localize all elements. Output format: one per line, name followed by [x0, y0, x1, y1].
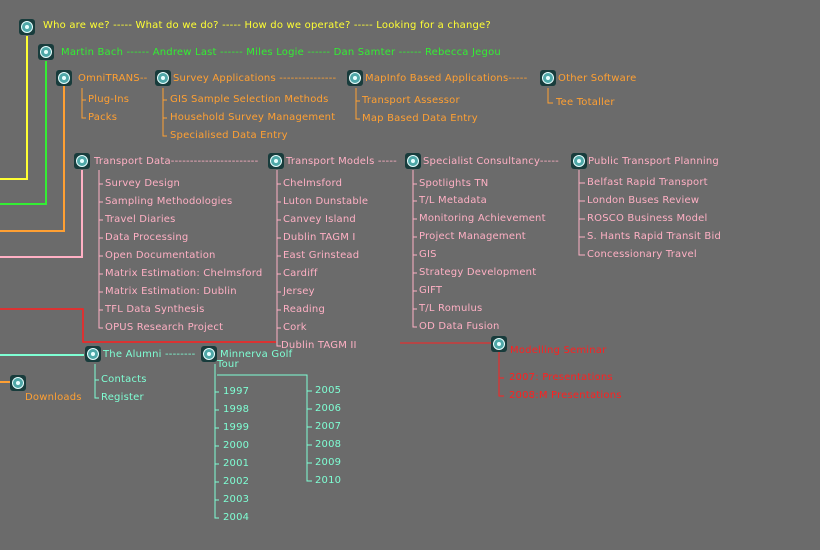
- list-item[interactable]: Dublin TAGM II: [281, 340, 357, 351]
- public-transport-node-icon[interactable]: [571, 153, 587, 169]
- list-item[interactable]: Register: [101, 392, 144, 403]
- omnitrans-link[interactable]: OmniTRANS--: [78, 73, 148, 84]
- list-item[interactable]: S. Hants Rapid Transit Bid: [587, 231, 721, 242]
- transport-data-node-icon[interactable]: [74, 153, 90, 169]
- transport-data-link[interactable]: Transport Data-----------------------: [94, 156, 259, 167]
- list-item[interactable]: Belfast Rapid Transport: [587, 177, 708, 188]
- survey-applications-link[interactable]: Survey Applications ---------------: [173, 73, 337, 84]
- top-nav-line[interactable]: Who are we? ----- What do we do? ----- H…: [43, 20, 491, 31]
- list-item[interactable]: T/L Romulus: [419, 303, 483, 314]
- other-software-link[interactable]: Other Software: [558, 73, 637, 84]
- list-item[interactable]: 1998: [223, 404, 250, 415]
- list-item[interactable]: Data Processing: [105, 232, 189, 243]
- who-are-we-node-icon[interactable]: [19, 19, 35, 35]
- list-item[interactable]: 2001: [223, 458, 250, 469]
- golf-node-icon[interactable]: [201, 346, 217, 362]
- mapinfo-item[interactable]: Transport Assessor: [362, 95, 460, 106]
- list-item[interactable]: 2008:M Presentations: [509, 390, 622, 401]
- modelling-seminar-node-icon[interactable]: [491, 336, 507, 352]
- omnitrans-item[interactable]: Packs: [88, 112, 118, 123]
- list-item[interactable]: OPUS Research Project: [105, 322, 224, 333]
- list-item[interactable]: ROSCO Business Model: [587, 213, 708, 224]
- list-item[interactable]: Luton Dunstable: [283, 196, 369, 207]
- list-item[interactable]: 2007: Presentations: [509, 372, 613, 383]
- survey-item[interactable]: GIS Sample Selection Methods: [170, 94, 329, 105]
- list-item[interactable]: 1997: [223, 386, 250, 397]
- list-item[interactable]: Dublin TAGM I: [283, 232, 356, 243]
- survey-applications-node-icon[interactable]: [155, 70, 171, 86]
- list-item[interactable]: 2006: [315, 403, 342, 414]
- mapinfo-node-icon[interactable]: [347, 70, 363, 86]
- list-item[interactable]: Open Documentation: [105, 250, 216, 261]
- list-item[interactable]: 2003: [223, 494, 250, 505]
- list-item[interactable]: 2009: [315, 457, 342, 468]
- transport-models-node-icon[interactable]: [268, 153, 284, 169]
- list-item[interactable]: Concessionary Travel: [587, 249, 697, 260]
- list-item[interactable]: 2005: [315, 385, 342, 396]
- list-item[interactable]: Matrix Estimation: Chelmsford: [105, 268, 263, 279]
- list-item[interactable]: Survey Design: [105, 178, 181, 189]
- omnitrans-node-icon[interactable]: [56, 70, 72, 86]
- list-item[interactable]: East Grinstead: [283, 250, 360, 261]
- list-item[interactable]: Strategy Development: [419, 267, 537, 278]
- list-item[interactable]: 2010: [315, 475, 342, 486]
- alumni-node-icon[interactable]: [85, 346, 101, 362]
- list-item[interactable]: TFL Data Synthesis: [105, 304, 205, 315]
- list-item[interactable]: Cork: [283, 322, 307, 333]
- public-transport-link[interactable]: Public Transport Planning: [588, 156, 719, 167]
- mapinfo-item[interactable]: Map Based Data Entry: [362, 113, 478, 124]
- list-item[interactable]: Sampling Methodologies: [105, 196, 233, 207]
- list-item[interactable]: Spotlights TN: [419, 178, 489, 189]
- list-item[interactable]: Reading: [283, 304, 325, 315]
- list-item[interactable]: Cardiff: [283, 268, 318, 279]
- list-item[interactable]: 2007: [315, 421, 342, 432]
- list-item[interactable]: GIFT: [419, 285, 443, 296]
- list-item[interactable]: OD Data Fusion: [419, 321, 500, 332]
- people-node-icon[interactable]: [38, 44, 54, 60]
- specialist-consultancy-node-icon[interactable]: [405, 153, 421, 169]
- golf-link[interactable]: Minnerva Golf: [220, 349, 293, 360]
- specialist-consultancy-link[interactable]: Specialist Consultancy-----: [423, 156, 559, 167]
- golf-title-continued: Tour: [217, 359, 239, 370]
- list-item[interactable]: London Buses Review: [587, 195, 700, 206]
- list-item[interactable]: Matrix Estimation: Dublin: [105, 286, 237, 297]
- list-item[interactable]: Chelmsford: [283, 178, 343, 189]
- list-item[interactable]: Project Management: [419, 231, 526, 242]
- list-item[interactable]: Travel Diaries: [105, 214, 176, 225]
- mapinfo-link[interactable]: MapInfo Based Applications-----: [365, 73, 528, 84]
- list-item[interactable]: 2002: [223, 476, 250, 487]
- transport-models-link[interactable]: Transport Models -----: [286, 156, 397, 167]
- list-item[interactable]: Jersey: [283, 286, 315, 297]
- list-item[interactable]: Contacts: [101, 374, 147, 385]
- list-item[interactable]: Monitoring Achievement: [419, 213, 546, 224]
- downloads-link[interactable]: Downloads: [25, 392, 82, 403]
- list-item[interactable]: 2004: [223, 512, 250, 523]
- downloads-node-icon[interactable]: [10, 375, 26, 391]
- list-item[interactable]: 1999: [223, 422, 250, 433]
- list-item[interactable]: 2000: [223, 440, 250, 451]
- modelling-seminar-link[interactable]: Modelling Seminar: [510, 345, 607, 356]
- other-software-node-icon[interactable]: [540, 70, 556, 86]
- alumni-link[interactable]: The Alumni --------: [103, 349, 196, 360]
- people-nav-line[interactable]: Martin Bach ------ Andrew Last ------ Mi…: [61, 47, 501, 58]
- list-item[interactable]: 2008: [315, 439, 342, 450]
- list-item[interactable]: Canvey Island: [283, 214, 356, 225]
- omnitrans-item[interactable]: Plug-Ins: [88, 94, 130, 105]
- survey-item[interactable]: Household Survey Management: [170, 112, 336, 123]
- list-item[interactable]: T/L Metadata: [419, 195, 487, 206]
- list-item[interactable]: GIS: [419, 249, 437, 260]
- other-software-item[interactable]: Tee Totaller: [556, 97, 615, 108]
- survey-item[interactable]: Specialised Data Entry: [170, 130, 288, 141]
